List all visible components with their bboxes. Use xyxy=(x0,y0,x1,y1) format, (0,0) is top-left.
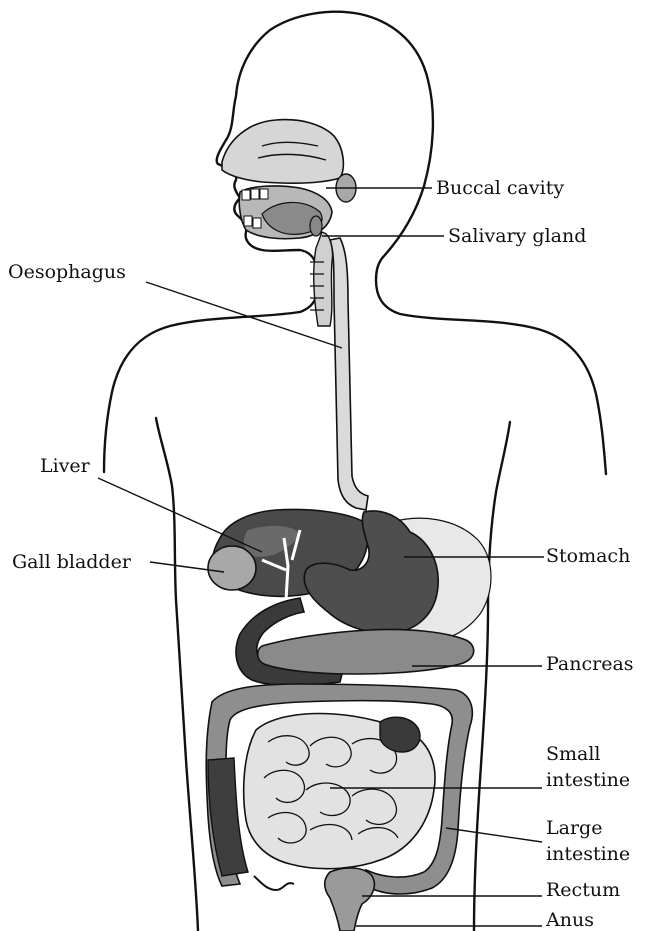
torso-outline xyxy=(104,278,318,472)
label-liver: Liver xyxy=(40,455,91,477)
leader-oesophagus xyxy=(146,282,342,348)
label-stomach: Stomach xyxy=(546,545,630,567)
label-large-intestine-line2: intestine xyxy=(546,843,630,865)
right-torso-outline xyxy=(376,280,606,474)
leader-liver xyxy=(98,478,262,552)
label-small-intestine-line1: Small xyxy=(546,743,601,765)
appendix xyxy=(254,876,294,890)
label-buccal-cavity: Buccal cavity xyxy=(436,177,564,199)
pharynx xyxy=(314,232,333,326)
label-large-intestine-line1: Large xyxy=(546,817,602,839)
leader-large-intestine xyxy=(446,828,542,842)
label-rectum: Rectum xyxy=(546,879,620,901)
rectum-shape xyxy=(325,868,375,931)
left-arm-inner xyxy=(156,418,198,931)
right-arm-inner xyxy=(474,422,510,931)
label-anus: Anus xyxy=(545,909,594,931)
label-oesophagus: Oesophagus xyxy=(8,261,126,283)
nasal-cavity xyxy=(222,120,343,184)
label-gall-bladder: Gall bladder xyxy=(12,551,132,573)
pancreas-shape xyxy=(258,629,474,674)
oesophagus-shape xyxy=(330,238,368,510)
label-small-intestine-line2: intestine xyxy=(546,769,630,791)
jejunum-dark xyxy=(380,717,420,752)
label-salivary-gland: Salivary gland xyxy=(448,225,586,247)
gall-bladder-shape xyxy=(208,546,256,590)
label-pancreas: Pancreas xyxy=(546,653,634,675)
